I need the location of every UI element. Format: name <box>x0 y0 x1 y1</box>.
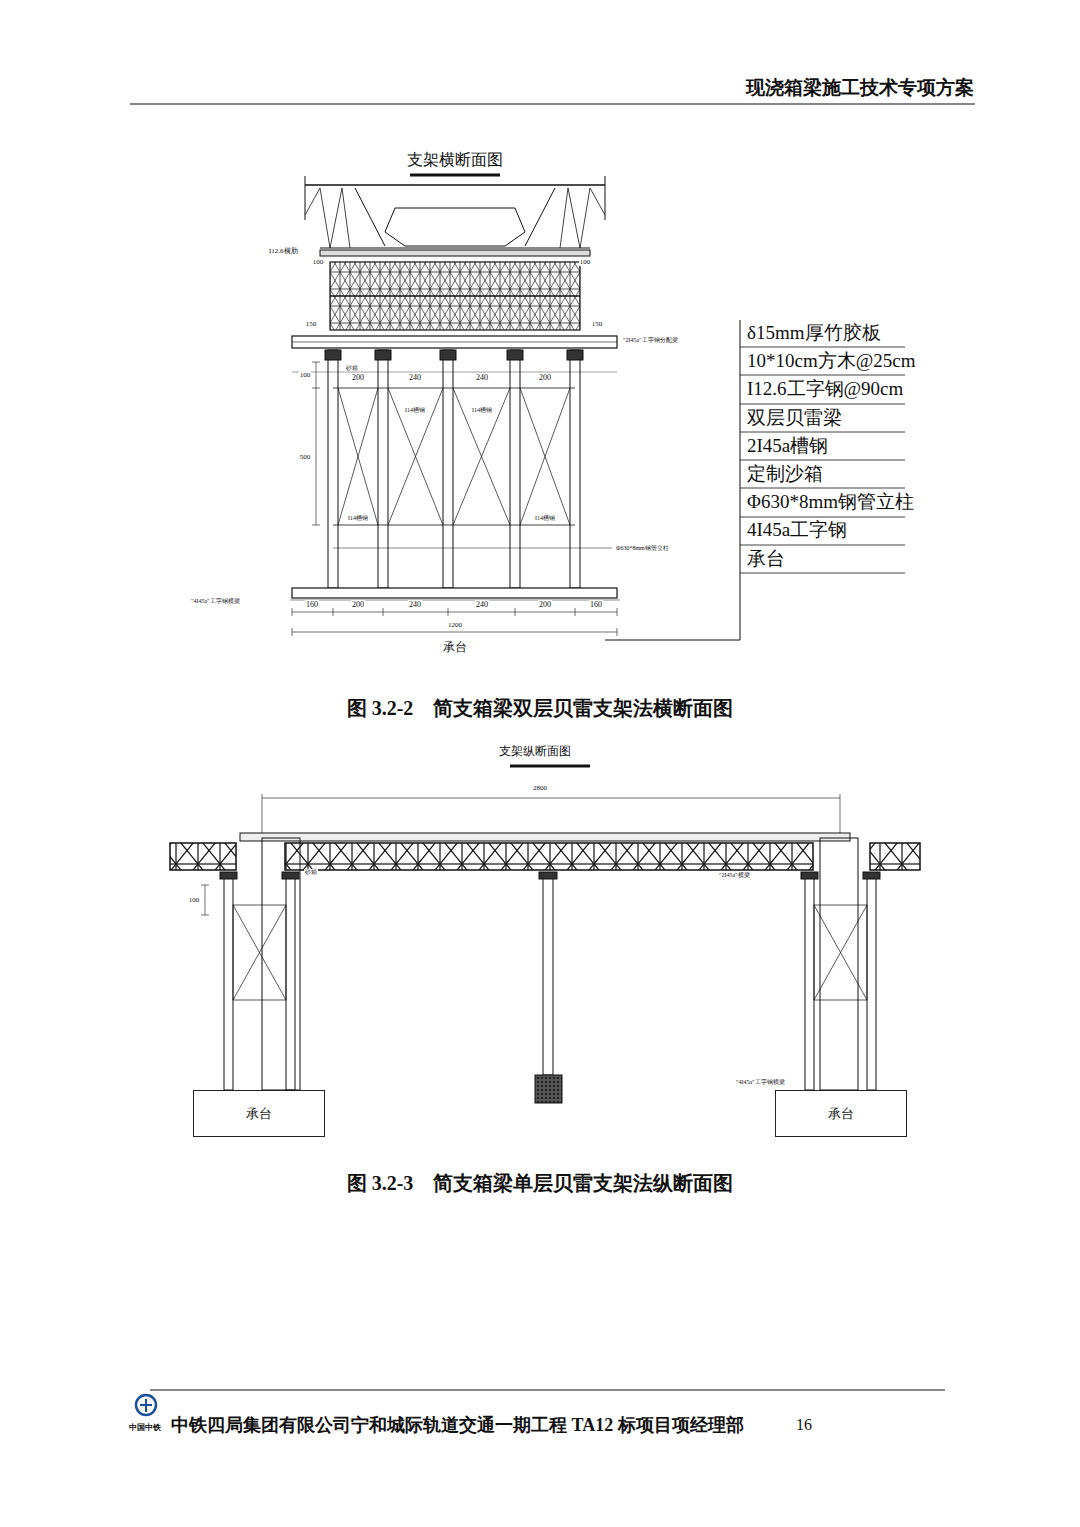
dimension: 500 <box>299 453 312 461</box>
part-name: I14槽钢 <box>471 407 493 414</box>
table-cell: 10*10cm方木@25cm <box>746 350 916 372</box>
dimension: 240 <box>475 600 489 609</box>
dimension: 150 <box>591 320 604 328</box>
part-name: "2I45a"横梁 <box>718 872 751 879</box>
table-cell: I12.6工字钢@90cm <box>746 378 904 400</box>
table-cell: δ15mm厚竹胶板 <box>746 322 882 344</box>
part-name: "2I45a"工字钢分配梁 <box>622 337 679 344</box>
table-cell: 定制沙箱 <box>746 463 824 485</box>
part-name: 承台 <box>442 641 468 655</box>
part-name: "4I45a"工字钢横梁 <box>735 1079 786 1086</box>
dimension: 100 <box>299 371 312 379</box>
dimension: 200 <box>538 373 552 382</box>
dimension: 240 <box>475 373 489 382</box>
table-cell: 4I45a工字钢 <box>746 519 848 541</box>
part-name: 承台 <box>828 1105 854 1123</box>
page-footer: 中铁四局集团有限公司宁和城际轨道交通一期工程 TA12 标项目项经理部 <box>170 1415 745 1436</box>
dimension: 100 <box>579 258 592 266</box>
dimension: 160 <box>589 600 603 609</box>
dimension: 150 <box>305 320 318 328</box>
dimension: 200 <box>538 600 552 609</box>
pile-cap-box: 承台 <box>775 1090 907 1137</box>
part-name: 砂箱 <box>345 365 359 372</box>
table-cell: 2I45a槽钢 <box>746 435 829 457</box>
part-name: "4I45a"工字钢横梁 <box>190 598 241 605</box>
pile-cap-box: 承台 <box>193 1090 325 1137</box>
dimension: 100 <box>312 258 325 266</box>
dimension: 1200 <box>447 621 463 629</box>
dimension: 160 <box>305 600 319 609</box>
dimension: 2800 <box>532 784 548 792</box>
figure-caption: 图 3.2-3 简支箱梁单层贝雷支架法纵断面图 <box>346 1172 735 1195</box>
part-name: Φ630*8mm钢管立柱 <box>615 545 670 552</box>
dimension: 240 <box>408 373 422 382</box>
part-name: I14槽钢 <box>404 407 426 414</box>
dimension: 100 <box>188 896 201 904</box>
dimension: 200 <box>351 600 365 609</box>
dimension: 240 <box>408 600 422 609</box>
page-header: 现浇箱梁施工技术专项方案 <box>745 77 975 99</box>
table-cell: 双层贝雷梁 <box>746 407 843 429</box>
part-name: I14槽钢 <box>347 515 369 522</box>
figure-caption: 图 3.2-2 简支箱梁双层贝雷支架法横断面图 <box>346 697 735 720</box>
logo-text: 中国中铁 <box>128 1423 162 1432</box>
part-name: 砂箱 <box>304 869 318 876</box>
part-name: I12.6横肋 <box>268 247 299 255</box>
figure-title: 支架横断面图 <box>406 151 504 169</box>
figure-title: 支架纵断面图 <box>498 745 572 759</box>
page-number: 16 <box>795 1416 813 1434</box>
part-name: I14槽钢 <box>534 515 556 522</box>
table-cell: Φ630*8mm钢管立柱 <box>746 491 915 513</box>
part-name: 承台 <box>246 1105 272 1123</box>
table-cell: 承台 <box>746 548 786 570</box>
dimension: 200 <box>351 373 365 382</box>
